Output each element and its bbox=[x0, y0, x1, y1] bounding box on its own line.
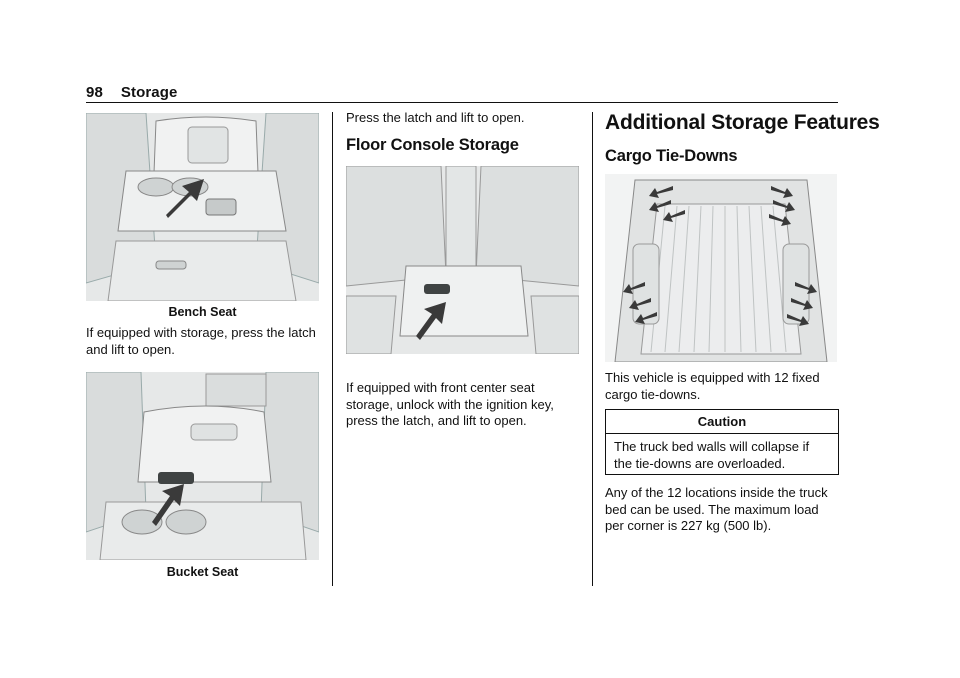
floor-console-text: If equipped with front center seat stora… bbox=[346, 380, 554, 428]
tie-down-arrow-icon bbox=[629, 298, 651, 310]
truck-bed-illustration bbox=[605, 174, 837, 362]
cargo-tie-downs-heading: Cargo Tie-Downs bbox=[605, 147, 738, 165]
tie-down-arrow-icon bbox=[771, 186, 793, 198]
latch-arrow-icon bbox=[152, 484, 184, 526]
latch-arrow-icon bbox=[416, 302, 446, 340]
tie-down-arrow-icon bbox=[795, 282, 817, 294]
header-divider bbox=[86, 102, 838, 103]
caution-title: Caution bbox=[606, 410, 838, 434]
tie-down-arrow-icon bbox=[649, 200, 671, 212]
console-press-text: Press the latch and lift to open. bbox=[346, 110, 525, 125]
page-number: 98 bbox=[86, 84, 103, 101]
tie-downs-text: This vehicle is equipped with 12 fixed c… bbox=[605, 370, 820, 402]
bucket-seat-illustration bbox=[86, 372, 319, 560]
tie-down-arrow-icon bbox=[623, 282, 645, 294]
page-header: 98 Storage bbox=[86, 84, 177, 101]
tie-down-arrow-icon bbox=[649, 186, 673, 198]
truck-bed-figure bbox=[605, 174, 837, 362]
tie-down-arrow-icon bbox=[769, 214, 791, 226]
tie-down-arrow-icon bbox=[773, 200, 795, 212]
tie-down-arrow-icon bbox=[663, 210, 685, 222]
bucket-seat-figure bbox=[86, 372, 319, 560]
column-divider-2 bbox=[592, 112, 593, 586]
tie-down-arrows bbox=[623, 186, 817, 326]
bench-seat-figure bbox=[86, 113, 319, 301]
tie-down-load-text: Any of the 12 locations inside the truck… bbox=[605, 485, 828, 533]
floor-console-illustration bbox=[346, 166, 579, 354]
bench-seat-illustration bbox=[86, 113, 319, 301]
floor-console-figure bbox=[346, 166, 579, 354]
additional-storage-heading: Additional Storage Features bbox=[605, 111, 880, 134]
column-divider-1 bbox=[332, 112, 333, 586]
caution-box: Caution The truck bed walls will collaps… bbox=[605, 409, 839, 475]
bench-seat-text: If equipped with storage, press the latc… bbox=[86, 325, 316, 357]
tie-down-arrow-icon bbox=[791, 298, 813, 310]
caution-text: The truck bed walls will collapse if the… bbox=[614, 439, 810, 471]
section-title: Storage bbox=[120, 84, 178, 101]
bench-seat-caption: Bench Seat bbox=[168, 305, 237, 319]
latch-arrow-icon bbox=[166, 179, 204, 218]
tie-down-arrow-icon bbox=[787, 314, 809, 326]
tie-down-arrow-icon bbox=[635, 312, 657, 324]
floor-console-heading: Floor Console Storage bbox=[346, 136, 519, 154]
bucket-seat-caption: Bucket Seat bbox=[166, 565, 239, 579]
